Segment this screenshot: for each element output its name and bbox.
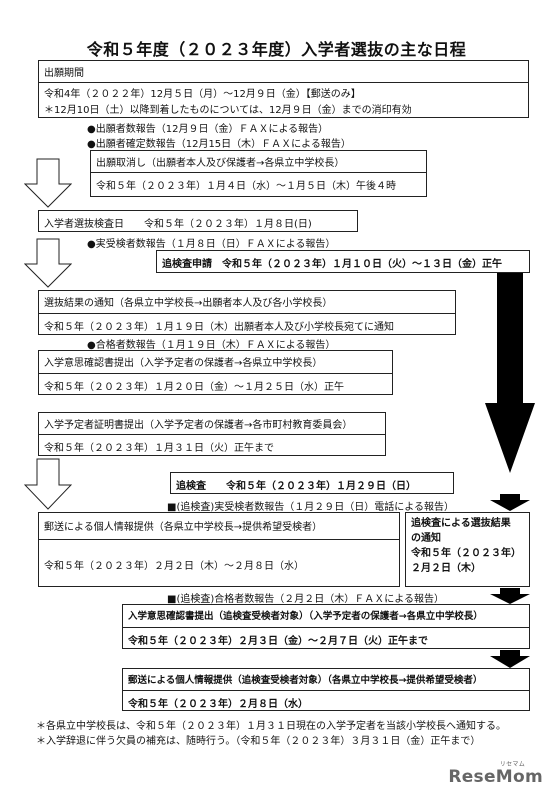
personal-info-box: 郵送による個人情報提供（各県立中学校長→提供希望受検者） 令和５年（２０２３年）… [38,512,400,587]
results-notice-box: 選抜結果の通知（各県立中学校長→出願者本人及び各小学校長） 令和５年（２０２３年… [38,290,456,335]
withdrawal-period: 令和５年（２０２３年）１月４日（水）～１月５日（木）午後４時 [91,172,426,192]
confirmed-applicants-report: ●出願者確定数報告（12月15日（木）ＦＡＸによる報告） [87,139,351,150]
solid-arrow-to-results [490,494,530,511]
footnote-1: ＊各県立中学校長は、令和５年（２０２３年）１月３１日現在の入学予定者を当該小学校… [36,721,506,732]
retest-day-text: 追検査 令和５年（２０２３年）１月２９日（日） [176,481,416,492]
retest-results-line2: の通知 [411,533,441,544]
intent-confirm-box: 入学意思確認書提出（入学予定者の保護者→各県立中学校長） 令和５年（２０２３年）… [38,350,393,395]
retest-intent-period: 令和５年（２０２３年）２月３日（金）～２月７日（火）正午まで [123,627,529,647]
footnote-2: ＊入学辞退に伴う欠員の補充は、随時行う。（令和５年（２０２３年）３月３１日（金）… [36,736,481,747]
solid-arrow-to-retest-personal-info [490,650,530,668]
exam-day-text: 入学者選抜検査日 令和５年（２０２３年）１月８日(日) [44,219,312,230]
application-period-box: 出願期間 令和4年（２０２２年）12月５日（月）～12月９日（金）【郵送のみ】 … [38,60,529,118]
retest-results-box: 追検査による選抜結果 の通知 令和５年（２０２３年） ２月２日（木） [405,512,530,587]
personal-info-period: 令和５年（２０２３年）２月２日（木）～２月８日（水） [39,539,399,588]
resemom-brand: ReseMom [448,767,543,787]
retest-day-box: 追検査 令和５年（２０２３年）１月２９日（日） [170,472,454,494]
solid-arrow-to-retest-intent [490,588,530,604]
resemom-logo: リセマム ReseMom [448,761,543,787]
exam-day-box: 入学者選抜検査日 令和５年（２０２３年）１月８日(日) [38,210,358,232]
application-label: 出願期間 [44,68,84,79]
intent-confirm-label: 入学意思確認書提出（入学予定者の保護者→各県立中学校長） [44,358,323,369]
application-note: ＊12月10日（土）以降到着したものについては、12月９日（金）までの消印有効 [44,105,412,116]
retest-results-line3: 令和５年（２０２３年） [411,548,521,559]
retest-results-line4: ２月２日（木） [411,563,481,574]
retest-intent-label: 入学意思確認書提出（追検査受検者対象）（入学予定者の保護者→各県立中学校長） [128,611,483,622]
personal-info-label: 郵送による個人情報提供（各県立中学校長→提供希望受検者） [44,522,323,533]
hollow-arrow-2 [24,238,72,288]
retest-intent-box: 入学意思確認書提出（追検査受検者対象）（入学予定者の保護者→各県立中学校長） 令… [122,604,530,649]
applicants-report: ●出願者数報告（12月９日（金）ＦＡＸによる報告） [87,124,329,135]
examinees-report: ●実受検者数報告（１月８日（日）ＦＡＸによる報告） [87,239,336,250]
retest-personal-info-label: 郵送による個人情報提供（追検査受検者対象）（各県立中学校長→提供希望受検者） [128,675,483,686]
results-notice-label: 選抜結果の通知（各県立中学校長→出願者本人及び各小学校長） [44,298,333,309]
withdrawal-label: 出願取消し（出願者本人及び保護者→各県立中学校長） [96,158,345,169]
solid-arrow-long [485,273,535,473]
page-title: 令和５年度（２０２３年度）入学者選抜の主な日程 [86,40,467,59]
withdrawal-box: 出願取消し（出願者本人及び保護者→各県立中学校長） 令和５年（２０２３年）１月４… [90,150,427,197]
passers-report: ●合格者数報告（１月１９日（木）ＦＡＸによる報告） [87,340,336,351]
resemom-ruby: リセマム [499,761,525,768]
retest-application-box: 追検査申請 令和５年（２０２３年）１月１０日（火）～１３日（金）正午 [156,250,530,273]
retest-personal-info-date: 令和５年（２０２３年）２月８日（水） [123,690,529,710]
certificate-box: 入学予定者証明書提出（入学予定者の保護者→各市町村教育委員会） 令和５年（２０２… [38,412,386,456]
hollow-arrow-1 [24,158,72,208]
intent-confirm-period: 令和５年（２０２３年）１月２０日（金）～１月２５日（水）正午 [39,373,392,393]
retest-passers-report: ■(追検査)合格者数報告（２月２日（木）ＦＡＸによる報告） [167,594,444,605]
retest-examinees-report: ■(追検査)実受検者数報告（１月２９日（日）電話による報告） [167,502,454,513]
retest-application-text: 追検査申請 令和５年（２０２３年）１月１０日（火）～１３日（金）正午 [162,259,502,270]
retest-personal-info-box: 郵送による個人情報提供（追検査受検者対象）（各県立中学校長→提供希望受検者） 令… [122,668,530,711]
certificate-label: 入学予定者証明書提出（入学予定者の保護者→各市町村教育委員会） [44,420,353,431]
results-notice-detail: 令和５年（２０２３年）１月１９日（木）出願者本人及び小学校長宛てに通知 [39,313,455,333]
retest-results-line1: 追検査による選抜結果 [411,518,511,529]
hollow-arrow-3 [24,458,72,510]
certificate-deadline: 令和５年（２０２３年）１月３１日（火）正午まで [39,434,385,454]
application-period: 令和4年（２０２２年）12月５日（月）～12月９日（金）【郵送のみ】 [39,82,528,100]
